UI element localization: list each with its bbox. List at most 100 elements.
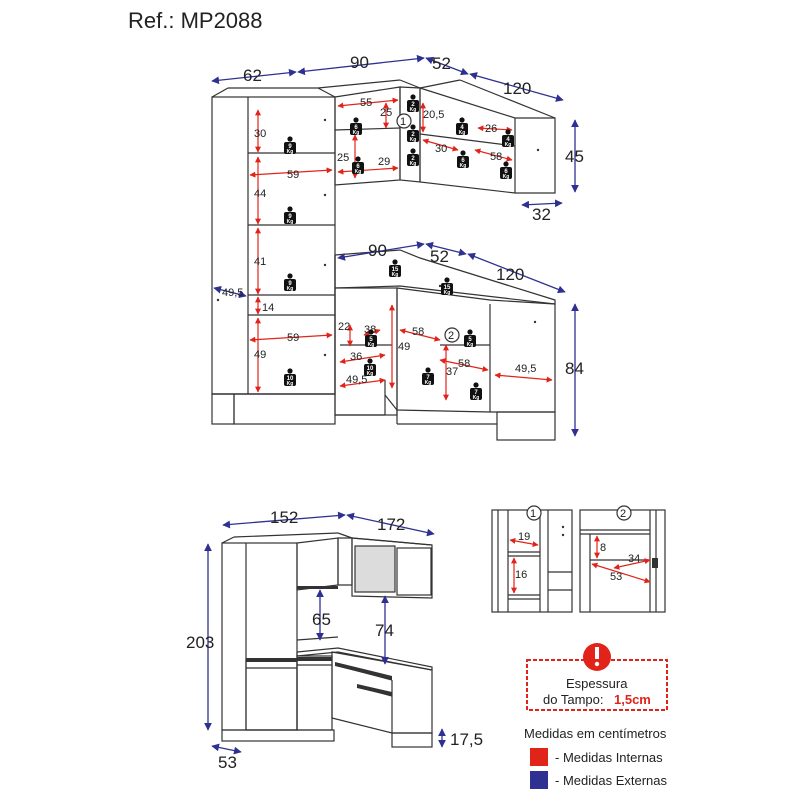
weight-value: 10	[367, 366, 374, 372]
weight-badge: 6Kg	[350, 117, 362, 136]
weight-badge: 9Kg	[284, 273, 296, 292]
bottom-dark-trim	[246, 586, 392, 696]
svg-text:53: 53	[218, 753, 237, 772]
svg-text:52: 52	[432, 54, 451, 73]
weight-unit: Kg	[505, 142, 512, 148]
top-external-dimension-labels: 62 90 52 120 45 32 90 52 120 84 49,5	[222, 53, 584, 378]
svg-text:152: 152	[270, 508, 298, 527]
weight-badge: 2Kg	[407, 148, 419, 167]
svg-text:30: 30	[254, 128, 266, 140]
svg-text:49,5: 49,5	[515, 363, 536, 375]
svg-text:8: 8	[600, 542, 606, 554]
weight-unit: Kg	[444, 290, 451, 296]
thickness-warning: Espessura do Tampo: 1,5cm	[526, 643, 668, 711]
svg-text:26: 26	[485, 123, 497, 135]
svg-text:52: 52	[430, 247, 449, 266]
svg-text:58: 58	[412, 326, 424, 338]
svg-text:1: 1	[400, 116, 406, 128]
top-callouts: 1 2	[396, 113, 460, 343]
weight-badges: 9Kg9Kg9Kg10Kg6Kg6Kg2Kg2Kg2Kg4Kg4Kg6Kg6Kg…	[284, 94, 514, 401]
weight-badge: 5Kg	[464, 329, 476, 348]
reference-title: Ref.: MP2088	[128, 8, 263, 33]
weight-badge: 6Kg	[457, 150, 469, 169]
svg-text:58: 58	[490, 151, 502, 163]
svg-text:203: 203	[186, 633, 214, 652]
weight-unit: Kg	[460, 163, 467, 169]
weight-value: 15	[392, 267, 399, 273]
svg-text:74: 74	[375, 621, 394, 640]
svg-text:17,5: 17,5	[450, 730, 483, 749]
weight-value: 2	[411, 102, 415, 108]
weight-badge: 5Kg	[365, 329, 377, 348]
svg-text:- Medidas Externas: - Medidas Externas	[555, 773, 667, 788]
weight-value: 7	[474, 390, 478, 396]
weight-value: 6	[504, 169, 508, 175]
weight-value: 9	[288, 144, 292, 150]
bottom-external-dimension-lines	[204, 511, 446, 755]
svg-text:49,5: 49,5	[222, 287, 243, 299]
detail-1: 19 16 1	[491, 505, 573, 613]
svg-text:do Tampo:: do Tampo:	[543, 692, 603, 707]
svg-text:65: 65	[312, 610, 331, 629]
svg-text:120: 120	[503, 79, 531, 98]
svg-text:25: 25	[380, 107, 392, 119]
weight-unit: Kg	[459, 130, 466, 136]
svg-text:120: 120	[496, 265, 524, 284]
weight-unit: Kg	[425, 380, 432, 386]
svg-text:62: 62	[243, 66, 262, 85]
weight-unit: Kg	[287, 381, 294, 387]
weight-unit: Kg	[467, 342, 474, 348]
svg-text:49: 49	[398, 341, 410, 353]
top-internal-dimension-labels: 55 25 20,5 26 30 59 44 41 14 59 49 25 29…	[254, 97, 536, 386]
svg-text:20,5: 20,5	[423, 109, 444, 121]
svg-text:2: 2	[448, 330, 454, 342]
svg-text:36: 36	[350, 351, 362, 363]
weight-unit: Kg	[287, 149, 294, 155]
weight-unit: Kg	[287, 286, 294, 292]
weight-badge: 4Kg	[502, 129, 514, 148]
weight-badge: 9Kg	[284, 206, 296, 225]
weight-value: 5	[468, 337, 472, 343]
bottom-external-dimension-labels: 152 172 203 65 74 17,5 53	[186, 508, 483, 772]
svg-text:25: 25	[337, 152, 349, 164]
weight-unit: Kg	[473, 395, 480, 401]
weight-unit: Kg	[503, 174, 510, 180]
svg-text:2: 2	[620, 508, 626, 520]
weight-unit: Kg	[355, 169, 362, 175]
svg-text:14: 14	[262, 302, 274, 314]
weight-value: 6	[461, 158, 465, 164]
weight-value: 9	[288, 214, 292, 220]
svg-text:1: 1	[530, 508, 536, 520]
weight-value: 15	[444, 285, 451, 291]
weight-unit: Kg	[367, 371, 374, 377]
weight-badge: 7Kg	[470, 382, 482, 401]
weight-value: 2	[411, 132, 415, 138]
svg-text:19: 19	[518, 531, 530, 543]
svg-text:41: 41	[254, 256, 266, 268]
weight-value: 6	[354, 125, 358, 131]
weight-badge: 6Kg	[352, 156, 364, 175]
weight-value: 2	[411, 156, 415, 162]
weight-value: 7	[426, 375, 430, 381]
svg-text:49,5: 49,5	[346, 374, 367, 386]
weight-badge: 6Kg	[500, 161, 512, 180]
legend: Medidas em centímetros - Medidas Interna…	[524, 726, 667, 789]
weight-value: 5	[369, 337, 373, 343]
weight-badge: 2Kg	[407, 124, 419, 143]
weight-value: 4	[506, 137, 510, 143]
legend-external-swatch	[530, 771, 548, 789]
svg-text:58: 58	[458, 358, 470, 370]
svg-text:53: 53	[610, 571, 622, 583]
weight-unit: Kg	[368, 342, 375, 348]
svg-text:32: 32	[532, 205, 551, 224]
svg-text:22: 22	[338, 321, 350, 333]
weight-badge: 2Kg	[407, 94, 419, 113]
bottom-view-structure	[221, 532, 433, 748]
svg-text:37: 37	[446, 366, 458, 378]
svg-text:84: 84	[565, 359, 584, 378]
svg-text:30: 30	[435, 143, 447, 155]
